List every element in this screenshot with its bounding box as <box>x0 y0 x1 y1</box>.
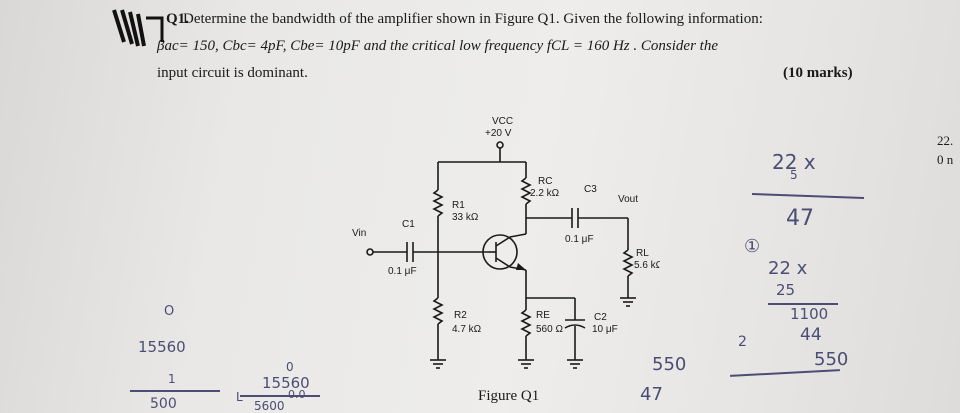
margin-text-2: 0 n <box>937 152 954 167</box>
label-r1-value: 33 kΩ <box>452 212 479 223</box>
figure-caption: Figure Q1 <box>478 388 540 404</box>
label-rl-value: 5.6 kΩ <box>634 260 660 271</box>
question-line-3: input circuit is dominant. <box>157 65 308 81</box>
hw-left2-bottom: 5600 <box>254 399 285 413</box>
hw-bottom-num: 550 <box>652 354 687 375</box>
hw-left2-line <box>240 395 320 397</box>
hw-left-line <box>130 390 220 392</box>
hw-left2-top: 0 <box>286 360 294 374</box>
hw-circled-one: ① <box>744 236 761 257</box>
question-number: Q1. <box>166 11 189 27</box>
hw-left2-mid: 15560 <box>262 374 310 392</box>
hw-two: 2 <box>738 334 747 350</box>
hw-top-fraction-num: 22 x <box>772 150 816 174</box>
question-line-2: βac= 150, Cbc= 4pF, Cbe= 10pF and the cr… <box>157 38 718 54</box>
hw-mid-line-1: 22 x <box>768 258 808 279</box>
label-c3-value: 0.1 μF <box>565 234 594 245</box>
hw-mid-line-2: 25 <box>776 281 796 299</box>
label-vin: Vin <box>352 228 366 239</box>
marks-label: (10 marks) <box>783 65 853 81</box>
label-re: RE <box>536 310 550 321</box>
label-vcc-value: +20 V <box>485 128 512 139</box>
hw-mult-line <box>768 303 838 305</box>
hw-top-fraction-den: 47 <box>786 206 814 231</box>
hw-bottom-den: 47 <box>640 384 663 405</box>
hw-left2-small: 0.0 <box>288 388 306 401</box>
label-vcc: VCC <box>492 116 513 127</box>
hw-left-mid: 15560 <box>138 338 186 356</box>
label-r2: R2 <box>454 310 467 321</box>
label-rc: RC <box>538 176 552 187</box>
label-c3: C3 <box>584 184 597 195</box>
hw-left-one: 1 <box>168 372 176 386</box>
hw-top-fraction-sub: 5 <box>790 168 798 182</box>
label-r2-value: 4.7 kΩ <box>452 324 482 335</box>
label-c2: C2 <box>594 312 607 323</box>
label-r1: R1 <box>452 200 465 211</box>
label-c1: C1 <box>402 219 415 230</box>
label-c1-value: 0.1 μF <box>388 266 417 277</box>
hw-mid-line-3: 1100 <box>790 305 829 323</box>
hw-mid-line-5: 550 <box>814 349 849 370</box>
hw-left2-l: L <box>236 390 243 404</box>
label-c2-value: 10 μF <box>592 324 618 335</box>
hw-left-top: O <box>164 304 175 319</box>
label-rl: RL <box>636 248 649 259</box>
binder-rings-icon <box>112 9 164 47</box>
label-re-value: 560 Ω <box>536 324 563 335</box>
question-line-1: Determine the bandwidth of the amplifier… <box>183 11 763 27</box>
circuit-diagram: VCC +20 V RC 2.2 kΩ C3 0.1 μF Vout R1 33… <box>352 116 660 369</box>
label-rc-value: 2.2 kΩ <box>530 188 560 199</box>
hw-mid-line-4: 44 <box>800 325 822 345</box>
label-vout: Vout <box>618 194 638 205</box>
hw-left-bottom: 500 <box>150 396 177 412</box>
margin-text-1: 22. <box>937 133 954 148</box>
